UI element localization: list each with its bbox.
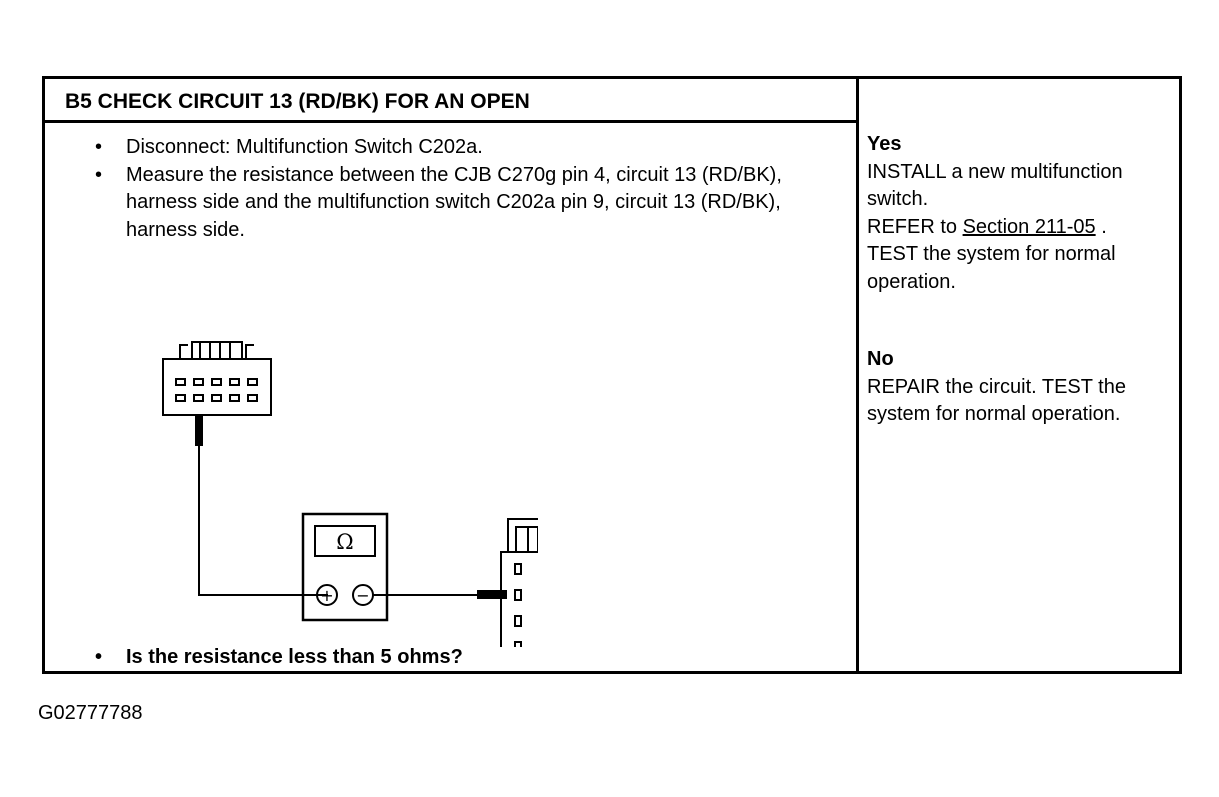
result-yes-line1: INSTALL a new multifunction switch. xyxy=(867,160,1123,211)
figure-id: G02777788 xyxy=(38,702,143,724)
refer-suffix: . xyxy=(1095,215,1107,238)
cjb-connector-illustration xyxy=(162,341,272,416)
procedure-column: B5 CHECK CIRCUIT 13 (RD/BK) FOR AN OPEN … xyxy=(45,79,859,671)
result-no: No REPAIR the circuit. TEST the system f… xyxy=(867,346,1167,429)
result-no-text: REPAIR the circuit. TEST the system for … xyxy=(867,375,1126,426)
result-yes-refer: REFER to Section 211-05 . xyxy=(867,214,1187,242)
step-title: B5 CHECK CIRCUIT 13 (RD/BK) FOR AN OPEN xyxy=(45,79,856,123)
plus-terminal-label: + xyxy=(320,586,333,605)
result-no-heading: No xyxy=(867,348,894,370)
result-column: Yes INSTALL a new multifunction switch. … xyxy=(859,79,1179,671)
minus-terminal-label: − xyxy=(356,586,369,605)
instruction-item: Disconnect: Multifunction Switch C202a. xyxy=(95,134,835,162)
result-yes-heading: Yes xyxy=(867,133,902,155)
ohm-symbol: Ω xyxy=(336,530,353,554)
multifunction-switch-connector-illustration xyxy=(500,518,538,647)
instruction-list: Disconnect: Multifunction Switch C202a. … xyxy=(95,134,835,244)
instruction-item: Measure the resistance between the CJB C… xyxy=(95,162,835,245)
result-yes: Yes INSTALL a new multifunction switch. … xyxy=(867,131,1187,296)
refer-prefix: REFER to xyxy=(867,215,963,238)
test-question: Is the resistance less than 5 ohms? xyxy=(95,646,463,669)
wiring-diagram: Ω + − xyxy=(162,341,538,647)
test-step-table: B5 CHECK CIRCUIT 13 (RD/BK) FOR AN OPEN … xyxy=(42,76,1182,674)
section-link[interactable]: Section 211-05 xyxy=(962,215,1096,238)
result-yes-line3: TEST the system for normal operation. xyxy=(867,243,1116,293)
